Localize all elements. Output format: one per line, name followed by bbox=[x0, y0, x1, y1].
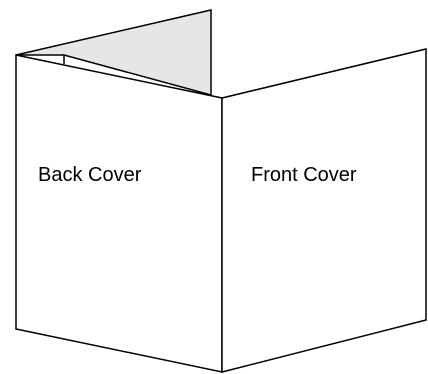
front-cover-panel bbox=[222, 49, 426, 372]
back-cover-panel bbox=[16, 55, 222, 372]
front-cover-label: Front Cover bbox=[251, 164, 357, 186]
back-cover-label: Back Cover bbox=[38, 164, 142, 186]
